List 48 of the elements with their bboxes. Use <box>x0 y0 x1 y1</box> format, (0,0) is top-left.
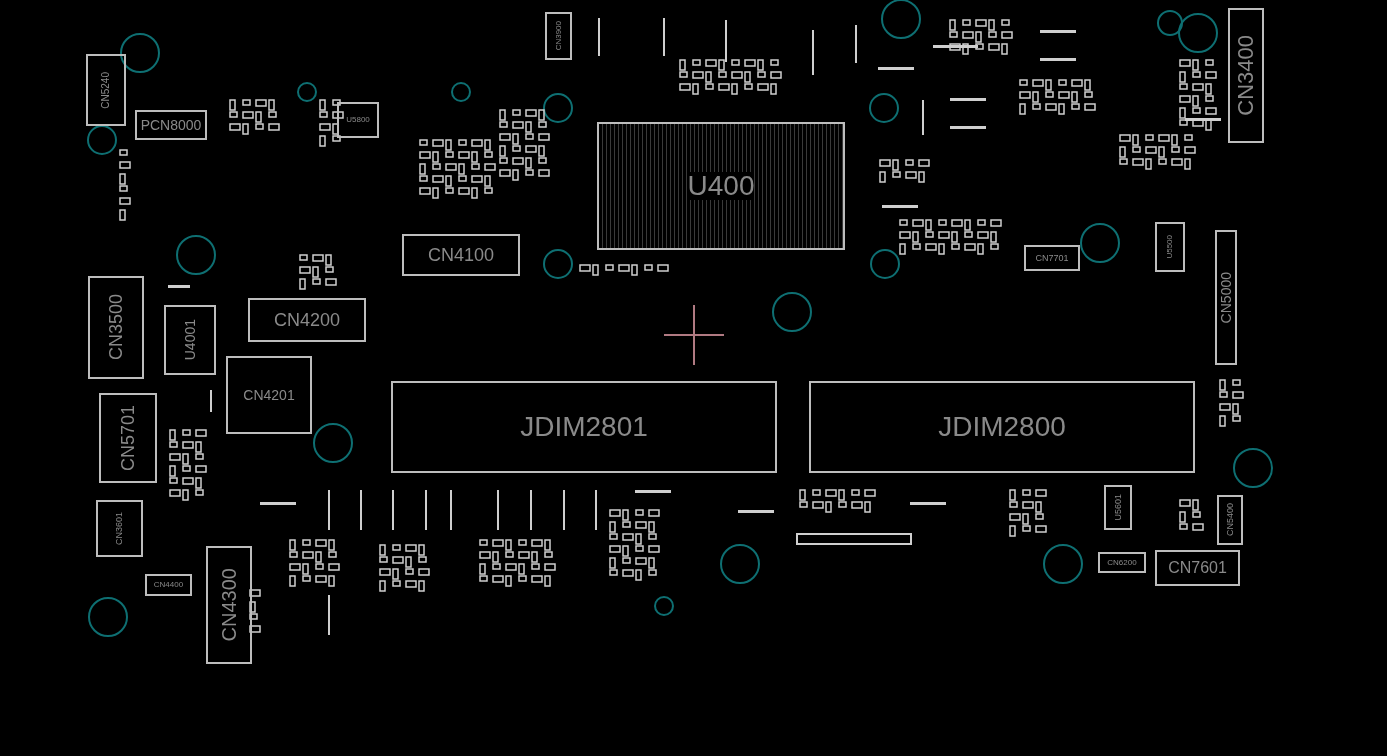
reference-designator: CN5701 <box>119 404 137 471</box>
component-outline <box>1024 245 1080 271</box>
component-outline <box>1228 8 1264 143</box>
reference-designator: U4001 <box>183 319 197 361</box>
reference-designator: CN4400 <box>153 581 184 589</box>
component-outline <box>545 12 572 60</box>
reference-designator: JDIM2800 <box>938 413 1066 441</box>
component-outline <box>248 298 366 342</box>
reference-designator: U5500 <box>1166 235 1174 259</box>
component-outline <box>96 500 143 557</box>
component-outline <box>1155 222 1185 272</box>
component-outline <box>337 102 379 138</box>
reference-designator: JDIM2801 <box>520 413 648 441</box>
reference-designator: CN5400 <box>1225 503 1235 537</box>
component-outline <box>86 54 126 126</box>
reference-designator: PCN8000 <box>140 118 202 132</box>
reference-designator: CN4300 <box>219 568 239 642</box>
component-outline <box>164 305 216 375</box>
component-outline <box>1104 485 1132 530</box>
component-outline <box>99 393 157 483</box>
reference-designator: CN3601 <box>115 512 124 545</box>
reference-designator: CN3500 <box>107 294 125 361</box>
component-outline <box>1098 552 1146 573</box>
reference-designator: CN5000 <box>1219 271 1233 324</box>
component-outline <box>206 546 252 664</box>
reference-designator: U5601 <box>1113 494 1123 521</box>
reference-designator: CN4100 <box>427 246 494 264</box>
component-outline <box>1217 495 1243 545</box>
component-outline <box>1215 230 1237 365</box>
component-outline <box>402 234 520 276</box>
reference-designator: CN3900 <box>554 21 563 51</box>
component-outline <box>226 356 312 434</box>
component-outline <box>88 276 144 379</box>
component-outline <box>597 122 845 250</box>
reference-designator: U400 <box>687 172 755 200</box>
reference-designator: CN4201 <box>243 388 295 402</box>
reference-designator: CN3400 <box>1235 35 1257 116</box>
reference-designator: CN7701 <box>1035 253 1069 263</box>
component-outline <box>809 381 1195 473</box>
reference-designator: CN7601 <box>1168 560 1227 576</box>
reference-designator: CN6200 <box>1107 558 1137 567</box>
reference-designator: U5800 <box>346 116 370 124</box>
reference-designator: CN4200 <box>273 311 340 329</box>
component-outline <box>145 574 192 596</box>
component-outline <box>391 381 777 473</box>
component-outline <box>135 110 207 140</box>
component-outline <box>1155 550 1240 586</box>
reference-designator: CN5240 <box>101 71 111 109</box>
